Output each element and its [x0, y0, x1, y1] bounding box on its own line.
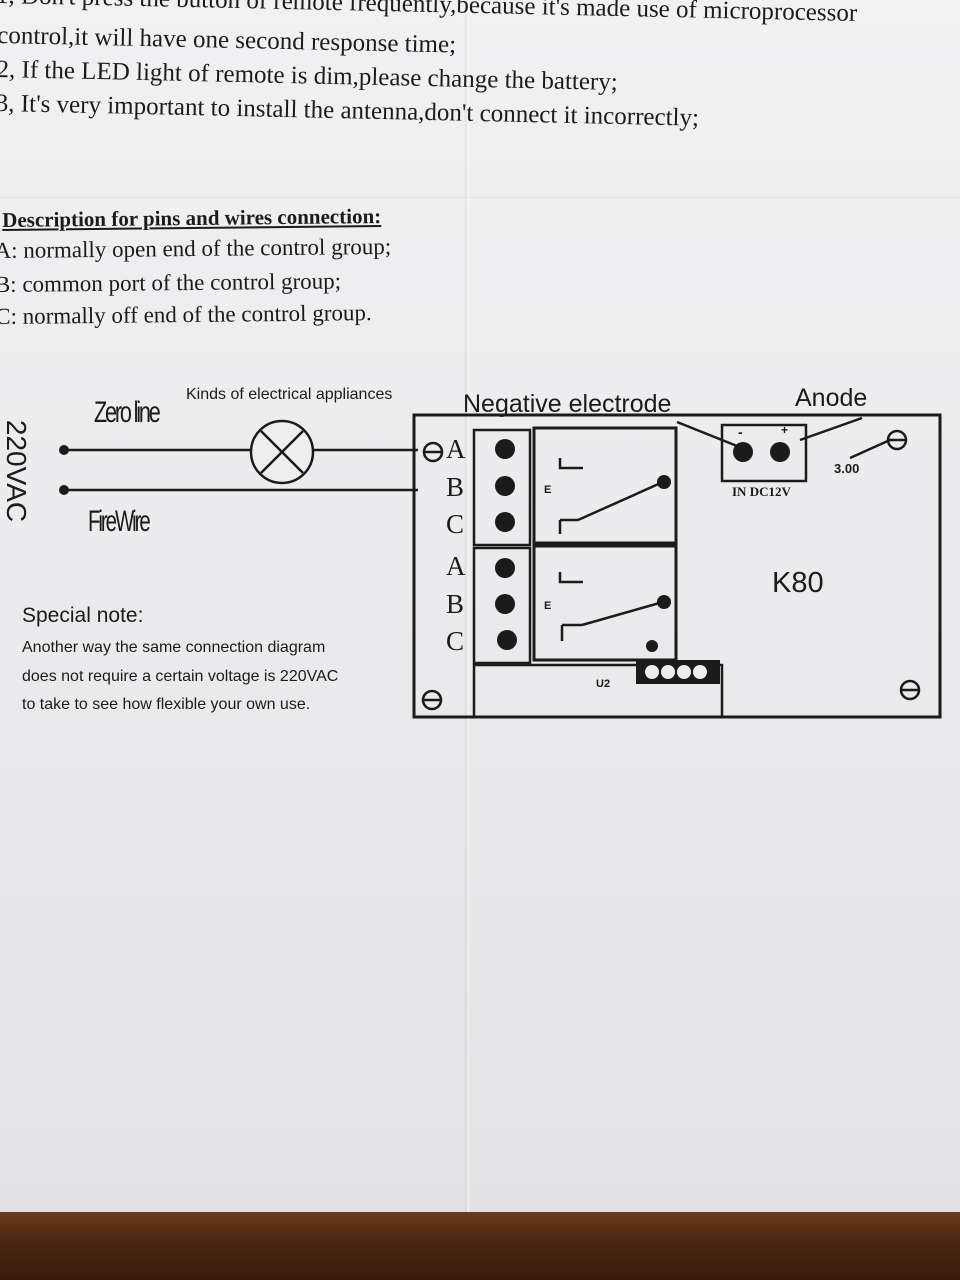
negative-electrode-label: Negative electrode	[463, 390, 672, 418]
antenna-wire	[849, 438, 891, 460]
size-mark-label: 3.00	[834, 461, 860, 476]
appliances-label: Kinds of electrical appliances	[186, 386, 393, 403]
pin-label-c1: C	[446, 509, 465, 539]
pin-label-b1: B	[446, 472, 465, 502]
terminal-block-1	[472, 428, 532, 547]
special-note-line-2: does not require a certain voltage is 22…	[22, 668, 339, 685]
anode-label: Anode	[795, 384, 868, 412]
voltage-label: 220VAC	[1, 419, 32, 523]
plus-sign: +	[781, 423, 789, 437]
minus-sign: -	[738, 424, 743, 440]
terminal-block-2	[472, 546, 532, 665]
special-note-line-3: to take to see how flexible your own use…	[22, 696, 311, 713]
power-input-label: IN DC12V	[732, 484, 791, 499]
receiver-module	[472, 663, 724, 719]
instruction-sheet: 1, Don't press the button of remote freq…	[0, 0, 960, 1222]
paper-fold-vertical	[464, 0, 470, 1222]
wooden-table-surface	[0, 1212, 960, 1280]
terminal-screw-a1	[495, 439, 515, 459]
board-model-label: K80	[772, 567, 824, 599]
relay-1	[532, 426, 678, 545]
terminal-screw-b1	[495, 476, 515, 496]
relay-2-mark: E	[544, 600, 552, 612]
special-note-line-1: Another way the same connection diagram	[22, 639, 326, 656]
pin-label-a1: A	[446, 434, 466, 464]
wiring-diagram	[59, 413, 942, 719]
terminal-screw-c1	[495, 512, 515, 532]
paper-fold-horizontal	[0, 196, 960, 201]
pin-label-c2: C	[446, 626, 465, 656]
terminal-screw-a2	[495, 558, 515, 578]
special-note-title: Special note:	[22, 604, 144, 627]
zero-line-label: Zero line	[94, 396, 161, 429]
terminal-screw-b2	[495, 594, 515, 614]
dc-power-connector	[720, 423, 808, 483]
relay-1-mark: E	[544, 484, 552, 496]
chip-label: U2	[596, 678, 611, 690]
relay-2	[532, 544, 678, 662]
lamp-cross-2	[260, 430, 304, 474]
fire-wire-label: FireWire	[88, 505, 151, 538]
pin-label-a2: A	[446, 551, 466, 581]
pin-label-b2: B	[446, 589, 465, 619]
terminal-screw-c2	[497, 630, 517, 650]
